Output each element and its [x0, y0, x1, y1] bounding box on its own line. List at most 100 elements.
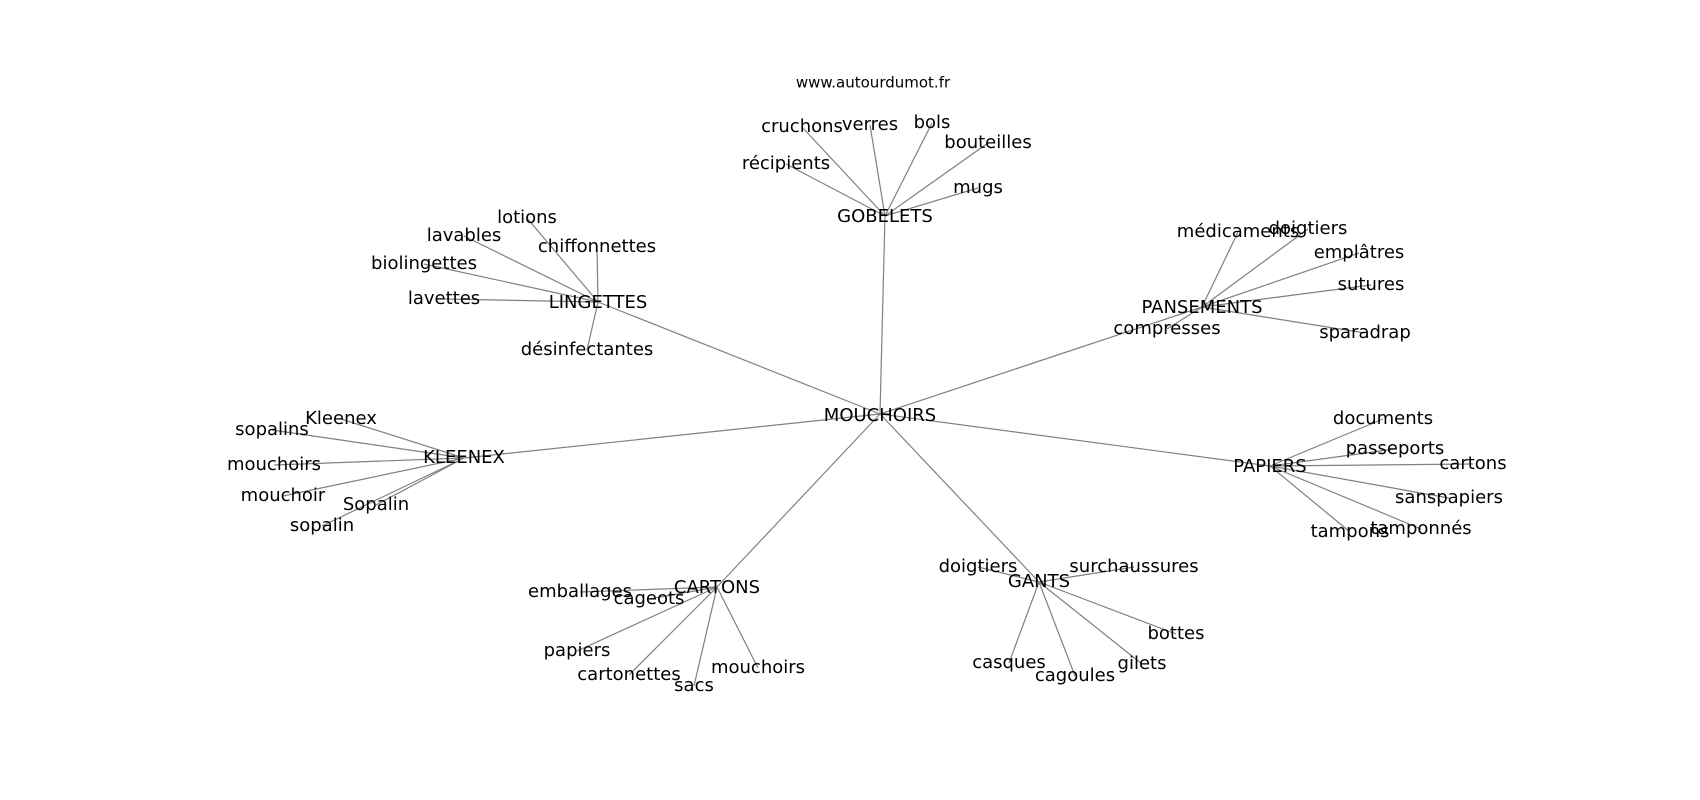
leaf-cartons-3: cartonettes: [577, 664, 680, 685]
leaf-kleenex-5: sopalin: [290, 515, 354, 536]
leaf-pansements-3: sutures: [1338, 274, 1405, 295]
leaf-lingettes-2: chiffonnettes: [538, 236, 656, 257]
node-root: MOUCHOIRS: [824, 405, 936, 426]
edge-cartons-0: [579, 586, 718, 593]
edge-kleenex-5: [321, 457, 465, 527]
leaf-papiers-5: tampons: [1311, 521, 1390, 542]
edge-papiers-3: [1269, 465, 1450, 499]
leaf-gants-2: bottes: [1147, 623, 1204, 644]
edge-gobelets-5: [884, 187, 979, 217]
source-label: www.autourdumot.fr: [796, 74, 951, 92]
leaf-gobelets-4: récipients: [742, 153, 830, 174]
edge-lingettes-4: [443, 298, 599, 303]
leaf-lingettes-5: désinfectantes: [521, 339, 654, 360]
edge-cartons-3: [628, 586, 718, 676]
edge-gants-2: [1038, 581, 1177, 635]
edge-kleenex-4: [375, 457, 465, 506]
edge-gobelets-1: [869, 124, 886, 217]
edge-root-cartons: [716, 413, 881, 588]
edge-pansements-1: [1201, 228, 1309, 308]
edge-papiers-0: [1269, 418, 1384, 467]
edge-lingettes-0: [526, 217, 599, 303]
leaf-lingettes-4: lavettes: [408, 288, 480, 309]
leaf-gants-3: gilets: [1118, 653, 1167, 674]
leaf-cartons-5: mouchoirs: [711, 657, 805, 678]
edge-cartons-2: [576, 586, 718, 652]
edge-kleenex-3: [282, 457, 465, 497]
leaf-pansements-2: emplâtres: [1314, 242, 1405, 263]
leaf-pansements-5: sparadrap: [1319, 322, 1411, 343]
leaf-papiers-4: tamponnés: [1370, 518, 1471, 539]
edge-papiers-2: [1269, 463, 1474, 467]
leaf-cartons-2: papiers: [544, 640, 611, 661]
edge-lingettes-5: [586, 301, 599, 351]
node-papiers: PAPIERS: [1233, 456, 1307, 477]
leaf-gants-4: cagoules: [1035, 665, 1115, 686]
leaf-pansements-4: compresses: [1113, 318, 1220, 339]
edge-papiers-1: [1269, 448, 1396, 467]
leaf-pansements-1: doigtiers: [1269, 218, 1348, 239]
leaf-gobelets-1: verres: [842, 114, 898, 135]
leaf-lingettes-1: lavables: [427, 225, 502, 246]
edge-gobelets-2: [884, 122, 933, 217]
edge-pansements-5: [1201, 306, 1366, 334]
edge-cartons-5: [716, 586, 759, 669]
edge-root-pansements: [879, 306, 1203, 415]
edge-papiers-5: [1269, 465, 1351, 533]
edge-gants-5: [1008, 581, 1040, 664]
node-pansements: PANSEMENTS: [1141, 297, 1262, 318]
leaf-lingettes-0: lotions: [497, 207, 557, 228]
edge-gants-4: [1038, 581, 1076, 677]
leaf-kleenex-1: sopalins: [235, 419, 309, 440]
leaf-cartons-0: emballages: [528, 581, 632, 602]
leaf-gants-1: surchaussures: [1069, 556, 1198, 577]
leaf-cartons-1: cageots: [614, 588, 685, 609]
leaf-gobelets-5: mugs: [953, 177, 1003, 198]
leaf-lingettes-3: biolingettes: [371, 253, 477, 274]
edge-gobelets-3: [884, 142, 989, 217]
edge-pansements-3: [1201, 284, 1372, 308]
leaf-papiers-0: documents: [1333, 408, 1433, 429]
edge-kleenex-2: [273, 457, 465, 466]
leaf-pansements-0: médicaments: [1177, 221, 1299, 242]
leaf-gants-5: casques: [972, 652, 1046, 673]
edge-root-lingettes: [597, 301, 881, 415]
edge-pansements-0: [1201, 231, 1239, 308]
node-gobelets: GOBELETS: [837, 206, 933, 227]
leaf-kleenex-4: Sopalin: [343, 494, 409, 515]
node-cartons: CARTONS: [674, 577, 760, 598]
edge-cartons-1: [648, 586, 718, 600]
edge-gants-0: [977, 566, 1040, 583]
node-labels: www.autourdumot.fr MOUCHOIRS GOBELETS cru…: [227, 74, 1507, 697]
leaf-gobelets-0: cruchons: [761, 116, 843, 137]
edge-root-kleenex: [463, 413, 881, 459]
edge-root-gobelets: [879, 215, 886, 415]
leaf-kleenex-3: mouchoir: [241, 485, 326, 506]
node-kleenex: KLEENEX: [423, 447, 505, 468]
leaf-papiers-2: cartons: [1439, 453, 1506, 474]
edge-gants-1: [1038, 566, 1135, 583]
edge-pansements-2: [1201, 252, 1360, 308]
edge-kleenex-0: [340, 418, 465, 459]
leaf-gants-0: doigtiers: [939, 556, 1018, 577]
edge-lingettes-1: [463, 235, 599, 303]
leaf-gobelets-3: bouteilles: [944, 132, 1031, 153]
edge-pansements-4: [1166, 306, 1203, 330]
edge-root-papiers: [879, 413, 1271, 467]
leaf-kleenex-0: Kleenex: [305, 408, 377, 429]
leaf-papiers-1: passeports: [1346, 438, 1445, 459]
edge-gants-3: [1038, 581, 1143, 665]
node-gants: GANTS: [1008, 571, 1070, 592]
leaf-kleenex-2: mouchoirs: [227, 454, 321, 475]
leaf-cartons-4: sacs: [674, 675, 714, 696]
edges: [271, 122, 1474, 687]
edge-root-gants: [879, 413, 1040, 583]
node-lingettes: LINGETTES: [549, 292, 648, 313]
leaf-gobelets-2: bols: [914, 112, 951, 133]
edge-papiers-4: [1269, 465, 1422, 530]
edge-kleenex-1: [271, 429, 465, 459]
leaf-papiers-3: sanspapiers: [1395, 487, 1503, 508]
edge-gobelets-0: [801, 126, 886, 217]
edge-lingettes-2: [596, 246, 599, 303]
